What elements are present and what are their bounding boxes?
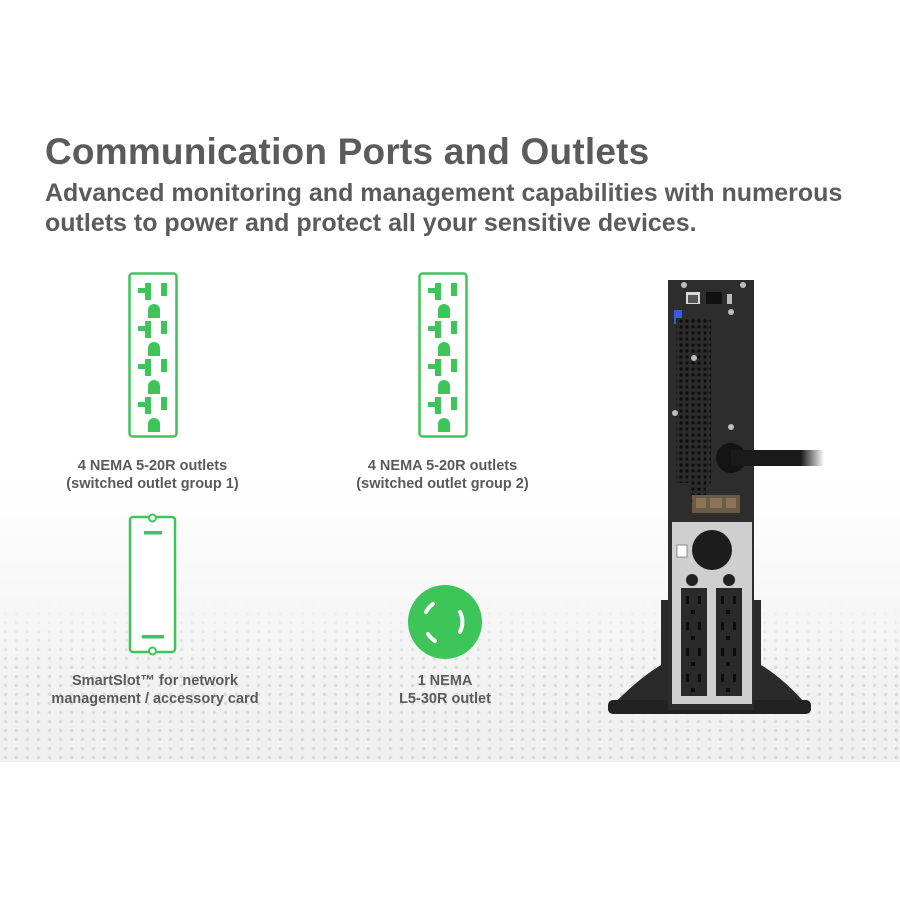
page-subtitle: Advanced monitoring and management capab… — [45, 178, 885, 238]
ups-rear-panel-image — [608, 280, 824, 714]
subtitle-line-1: Advanced monitoring and management capab… — [45, 179, 843, 207]
nema-l5-30r-twist-lock-icon — [408, 585, 482, 659]
smartslot-card-icon — [128, 513, 177, 656]
caption-line-1: 4 NEMA 5-20R outlets — [77, 458, 228, 474]
nema-5-20r-outlet-strip-icon — [418, 272, 468, 438]
feature-caption-l5-30r: 1 NEMA L5-30R outlet — [370, 672, 520, 708]
caption-line-1: SmartSlot™ for network — [72, 673, 238, 689]
feature-caption-outlets-group-2: 4 NEMA 5-20R outlets (switched outlet gr… — [330, 457, 555, 493]
caption-line-1: 1 NEMA — [417, 673, 473, 689]
caption-line-2: (switched outlet group 2) — [356, 476, 529, 492]
caption-line-2: (switched outlet group 1) — [66, 476, 239, 492]
caption-line-2: L5-30R outlet — [399, 691, 491, 707]
caption-line-2: management / accessory card — [51, 691, 259, 707]
subtitle-line-2: outlets to power and protect all your se… — [45, 209, 697, 237]
page-title: Communication Ports and Outlets — [45, 131, 650, 172]
nema-5-20r-outlet-strip-icon — [128, 272, 178, 438]
feature-caption-outlets-group-1: 4 NEMA 5-20R outlets (switched outlet gr… — [40, 457, 265, 493]
feature-caption-smartslot: SmartSlot™ for network management / acce… — [35, 672, 275, 708]
caption-line-1: 4 NEMA 5-20R outlets — [367, 458, 518, 474]
